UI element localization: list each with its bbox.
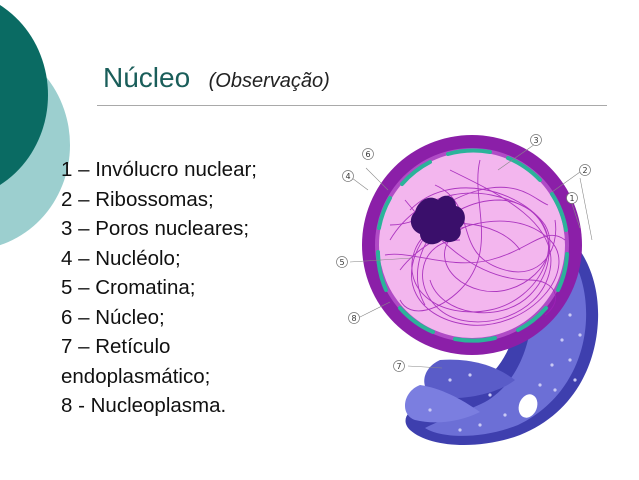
callout-markers — [336, 134, 591, 372]
legend-item: 1 – Invólucro nuclear; — [61, 158, 258, 181]
callout-marker-4 — [342, 170, 354, 182]
legend-list: 1 – Invólucro nuclear; 2 – Ribossomas; 3… — [61, 155, 257, 421]
callout-label-5: 5 — [339, 258, 344, 267]
slide-title: Núcleo — [103, 62, 191, 93]
callout-labels: 1 2 3 4 5 6 7 8 — [339, 136, 587, 371]
callout-label-7: 7 — [396, 362, 401, 371]
callout-label-2: 2 — [582, 166, 587, 175]
callout-lines — [349, 141, 593, 369]
nucleolus — [410, 195, 465, 245]
callout-label-3: 3 — [533, 136, 538, 145]
title-divider — [97, 105, 607, 106]
nuclear-pores — [376, 148, 569, 343]
legend-item: endoplasmático; — [61, 364, 211, 388]
legend-item: 8 - Nucleoplasma. — [61, 394, 227, 417]
legend-item: 4 – Nucléolo; — [61, 246, 181, 270]
legend-item: 2 – Ribossomas; — [61, 187, 214, 211]
legend-item: 7 – Retículo — [61, 335, 171, 358]
nucleus-diagram: 1 2 3 4 5 6 7 8 — [336, 134, 599, 446]
legend-item: 3 – Poros nucleares; — [61, 217, 250, 240]
slide-subtitle: (Observação) — [208, 70, 330, 92]
callout-marker-5 — [336, 256, 348, 268]
callout-marker-8 — [348, 312, 360, 324]
callout-marker-1 — [566, 192, 578, 204]
callout-marker-3 — [530, 134, 542, 146]
title-row: Núcleo (Observação) — [103, 62, 330, 94]
callout-label-8: 8 — [351, 314, 356, 323]
callout-marker-7 — [393, 360, 405, 372]
callout-label-1: 1 — [569, 194, 574, 203]
callout-marker-6 — [362, 148, 374, 160]
callout-label-6: 6 — [365, 150, 370, 159]
callout-label-4: 4 — [345, 172, 350, 181]
nucleus-illustration: 1 2 3 4 5 6 7 8 — [330, 130, 630, 455]
legend-item: 5 – Cromatina; — [61, 276, 196, 299]
callout-marker-2 — [579, 164, 591, 176]
legend-item: 6 – Núcleo; — [61, 305, 165, 329]
